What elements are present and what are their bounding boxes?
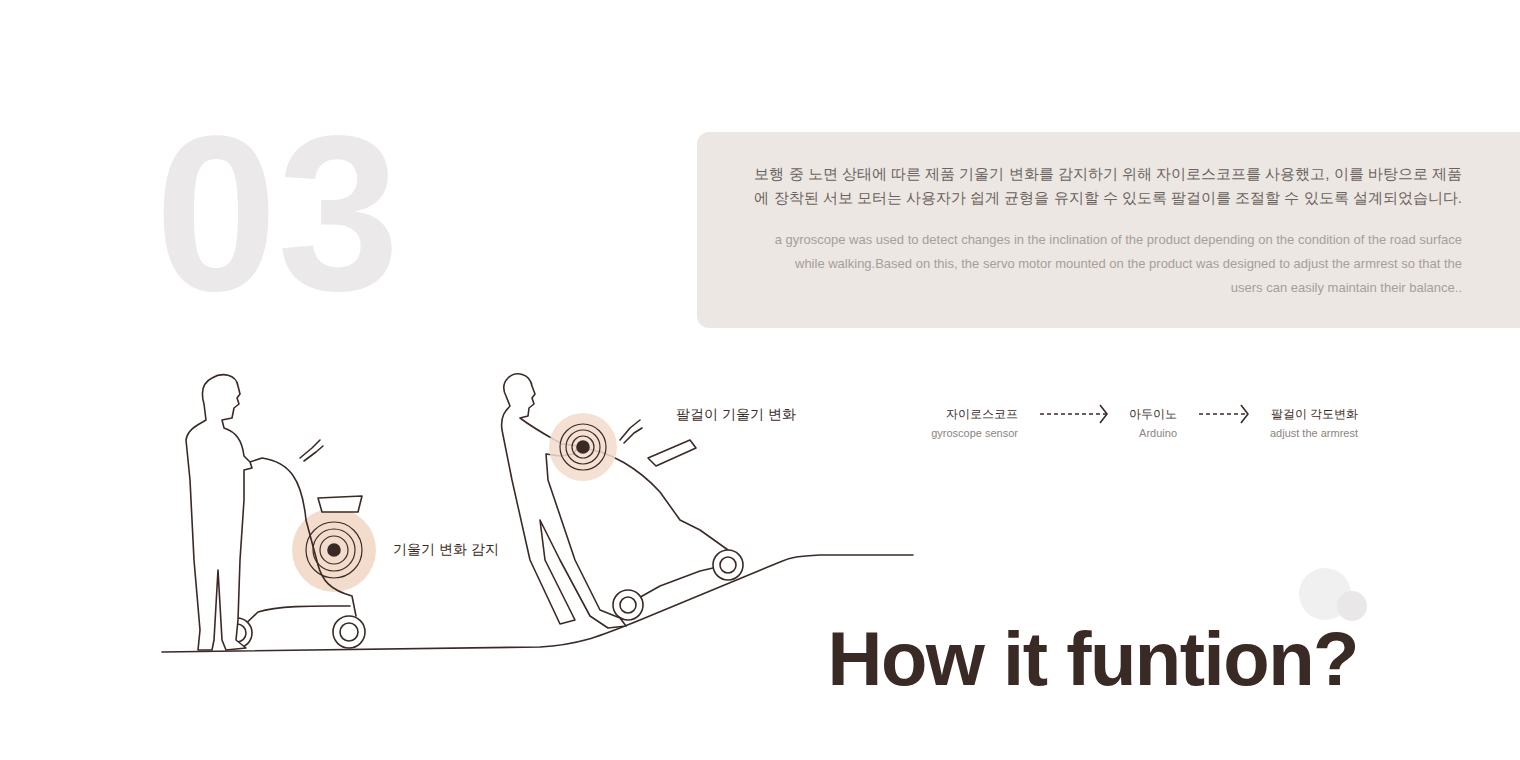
sensor-ring <box>313 529 355 571</box>
flow-step: 팔걸이 각도변화 adjust the armrest <box>1248 405 1380 441</box>
sensor-glow <box>549 413 617 481</box>
walker-armrest <box>620 420 642 443</box>
flow-step: 자이로스코프 gyroscope sensor <box>909 405 1040 441</box>
node-body: Arduino <box>1129 425 1177 441</box>
node-heading: 팔걸이 각도변화 <box>1270 405 1358 423</box>
page-title: How it funtion? <box>828 621 1358 697</box>
arrow-head <box>1100 405 1107 423</box>
node-heading: 아두이노 <box>1129 405 1177 423</box>
callout-label: 기울기 변화 감지 <box>393 540 499 558</box>
node-body: adjust the armrest <box>1270 425 1358 441</box>
sensor-dot <box>577 441 589 453</box>
wheel-hub <box>720 557 736 573</box>
person-silhouette <box>502 374 626 628</box>
sensor-ring <box>572 436 594 458</box>
wheel <box>613 590 643 620</box>
node-body: gyroscope sensor <box>931 425 1018 441</box>
info-panel: 보행 중 노면 상태에 따른 제품 기울기 변화를 감지하기 위해 자이로스코프… <box>697 132 1520 328</box>
flow-arrow <box>1040 405 1107 423</box>
wheel <box>713 550 743 580</box>
sensor-ring <box>320 536 348 564</box>
callout-label: 팔걸이 기울기 변화 <box>676 405 796 423</box>
sensor-ring <box>560 424 606 470</box>
section-number: 03 <box>155 104 400 324</box>
walker-frame <box>250 458 356 616</box>
wheel-hub <box>620 597 636 613</box>
sensor-ring <box>566 430 600 464</box>
node-heading: 보행 중 노면 상태에 따른 제품 기울기 변화를 감지하기 위해 자이로스코프… <box>747 162 1462 210</box>
walker-seat <box>648 440 696 466</box>
sensor-ring <box>306 522 362 578</box>
walker-seat <box>318 496 362 512</box>
wheel <box>333 616 365 648</box>
wheel-hub <box>340 623 358 641</box>
arrow-head <box>1241 405 1248 423</box>
flow-arrow <box>1199 405 1248 423</box>
walker-armrest <box>300 440 323 461</box>
node-body: a gyroscope was used to detect changes i… <box>772 228 1462 300</box>
decor-circle <box>1337 591 1367 621</box>
dashed-line <box>1199 413 1248 414</box>
flow-step: 아두이노 Arduino <box>1107 405 1199 441</box>
node-heading: 자이로스코프 <box>931 405 1018 423</box>
person-silhouette <box>186 375 252 650</box>
sensor-dot <box>328 544 340 556</box>
sensor-glow <box>292 508 376 592</box>
walker-frame <box>628 565 726 604</box>
dashed-line <box>1040 413 1107 414</box>
